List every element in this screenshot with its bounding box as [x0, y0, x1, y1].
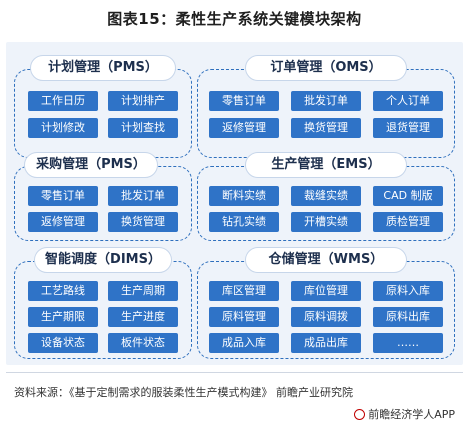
module-intelligent-scheduling: 智能调度（DIMS） 工艺路线 生产周期 生产期限 生产进度 设备状态 板件状态	[14, 247, 192, 359]
source-note: 资料来源：《基于定制需求的服装柔性生产模式构建》 前瞻产业研究院	[14, 386, 353, 399]
module-item: 裁缝实绩	[291, 186, 361, 206]
brand-credit: 前瞻经济学人APP	[354, 406, 455, 422]
module-purchase-management: 采购管理（PMS） 零售订单 批发订单 返修管理 换货管理	[14, 152, 192, 241]
module-item: 开槽实绩	[291, 212, 361, 232]
module-item: 退货管理	[373, 118, 443, 138]
module-title: 订单管理（OMS）	[245, 55, 407, 81]
brand-logo-icon	[354, 409, 366, 420]
module-item: 计划查找	[108, 118, 178, 138]
module-item: 批发订单	[291, 91, 361, 111]
module-item: 原料调拨	[291, 307, 361, 327]
module-border	[14, 69, 192, 158]
module-item: 返修管理	[28, 212, 98, 232]
module-item: ……	[373, 333, 443, 353]
module-item: 工作日历	[28, 91, 98, 111]
module-item: 生产周期	[108, 281, 178, 301]
module-item: 钻孔实绩	[209, 212, 279, 232]
module-item: 库位管理	[291, 281, 361, 301]
brand-label: 前瞻经济学人APP	[368, 408, 455, 421]
module-item: 成品出库	[291, 333, 361, 353]
module-title: 仓储管理（WMS）	[245, 247, 407, 273]
module-item: CAD 制版	[373, 186, 443, 206]
module-title: 生产管理（EMS）	[245, 152, 407, 178]
module-item: 计划排产	[108, 91, 178, 111]
module-item: 设备状态	[28, 333, 98, 353]
module-item: 原料管理	[209, 307, 279, 327]
module-item: 换货管理	[108, 212, 178, 232]
module-item: 计划修改	[28, 118, 98, 138]
architecture-frame: 计划管理（PMS） 工作日历 计划排产 计划修改 计划查找 订单管理（OMS） …	[6, 42, 463, 365]
module-item: 个人订单	[373, 91, 443, 111]
module-production-management: 生产管理（EMS） 断料实绩 裁缝实绩 CAD 制版 钻孔实绩 开槽实绩 质检管…	[197, 152, 455, 241]
module-title: 计划管理（PMS）	[30, 55, 176, 81]
module-item: 换货管理	[291, 118, 361, 138]
module-order-management: 订单管理（OMS） 零售订单 批发订单 个人订单 返修管理 换货管理 退货管理	[197, 55, 455, 158]
module-item: 质检管理	[373, 212, 443, 232]
module-item: 原料出库	[373, 307, 443, 327]
module-item: 返修管理	[209, 118, 279, 138]
module-item: 零售订单	[209, 91, 279, 111]
module-title: 采购管理（PMS）	[24, 152, 158, 178]
module-item: 库区管理	[209, 281, 279, 301]
module-item: 生产进度	[108, 307, 178, 327]
module-item: 板件状态	[108, 333, 178, 353]
module-item: 断料实绩	[209, 186, 279, 206]
page-title: 图表15：柔性生产系统关键模块架构	[107, 10, 362, 28]
module-plan-management: 计划管理（PMS） 工作日历 计划排产 计划修改 计划查找	[14, 55, 192, 158]
module-item: 零售订单	[28, 186, 98, 206]
module-item: 工艺路线	[28, 281, 98, 301]
module-item: 生产期限	[28, 307, 98, 327]
module-item: 批发订单	[108, 186, 178, 206]
module-border	[197, 69, 455, 158]
module-item: 原料入库	[373, 281, 443, 301]
module-warehouse-management: 仓储管理（WMS） 库区管理 库位管理 原料入库 原料管理 原料调拨 原料出库 …	[197, 247, 455, 359]
module-item: 成品入库	[209, 333, 279, 353]
divider	[6, 372, 463, 373]
module-title: 智能调度（DIMS）	[34, 247, 172, 273]
